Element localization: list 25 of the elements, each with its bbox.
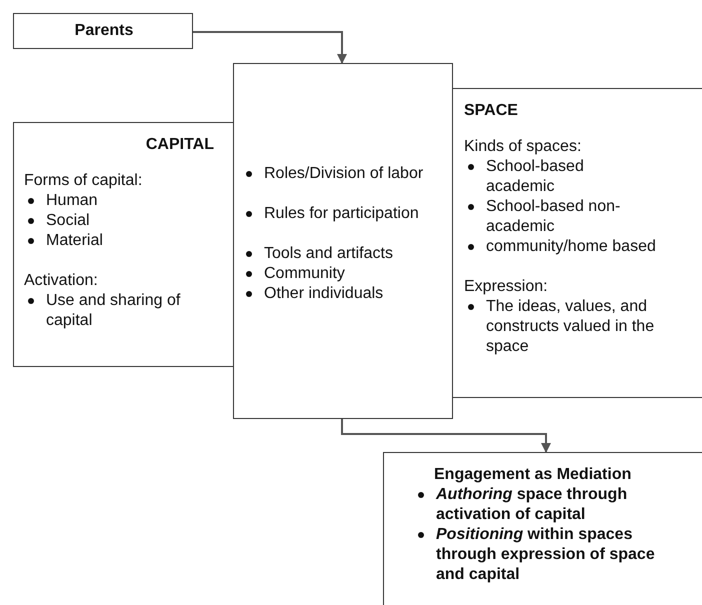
bullet-item: Tools and artifacts	[242, 244, 464, 264]
box-heading: Engagement as Mediation	[434, 465, 632, 485]
box-heading: Parents	[74, 21, 134, 41]
bullet-item: community/home based	[464, 237, 686, 257]
bullet-item: Rules for participation	[242, 204, 464, 224]
bullet-item: School-based academic	[464, 157, 636, 197]
bullet-item: Use and sharing of capital	[24, 291, 206, 331]
bullet-item: The ideas, values, and constructs valued in the space	[464, 297, 656, 357]
bullet-item: Other individuals	[242, 284, 464, 304]
bullet-item: Roles/Division of labor	[242, 164, 464, 184]
bullet-item: Positioning within spaces through expression of space and capital	[414, 525, 676, 585]
bullet-item: Community	[242, 264, 464, 284]
box-text: Expression:	[464, 277, 549, 297]
box-heading: SPACE	[464, 101, 519, 121]
box-text: Kinds of spaces:	[464, 137, 582, 157]
arrow	[341, 419, 551, 453]
box-text: Forms of capital:	[24, 171, 144, 191]
engagement-box	[383, 452, 702, 605]
box-heading: CAPITAL	[144, 135, 214, 155]
arrow	[193, 31, 347, 64]
capital-box	[13, 122, 233, 367]
parents-box	[13, 13, 193, 49]
space-box	[452, 88, 702, 398]
activity-box	[233, 63, 453, 419]
box-text: Activation:	[24, 271, 99, 291]
